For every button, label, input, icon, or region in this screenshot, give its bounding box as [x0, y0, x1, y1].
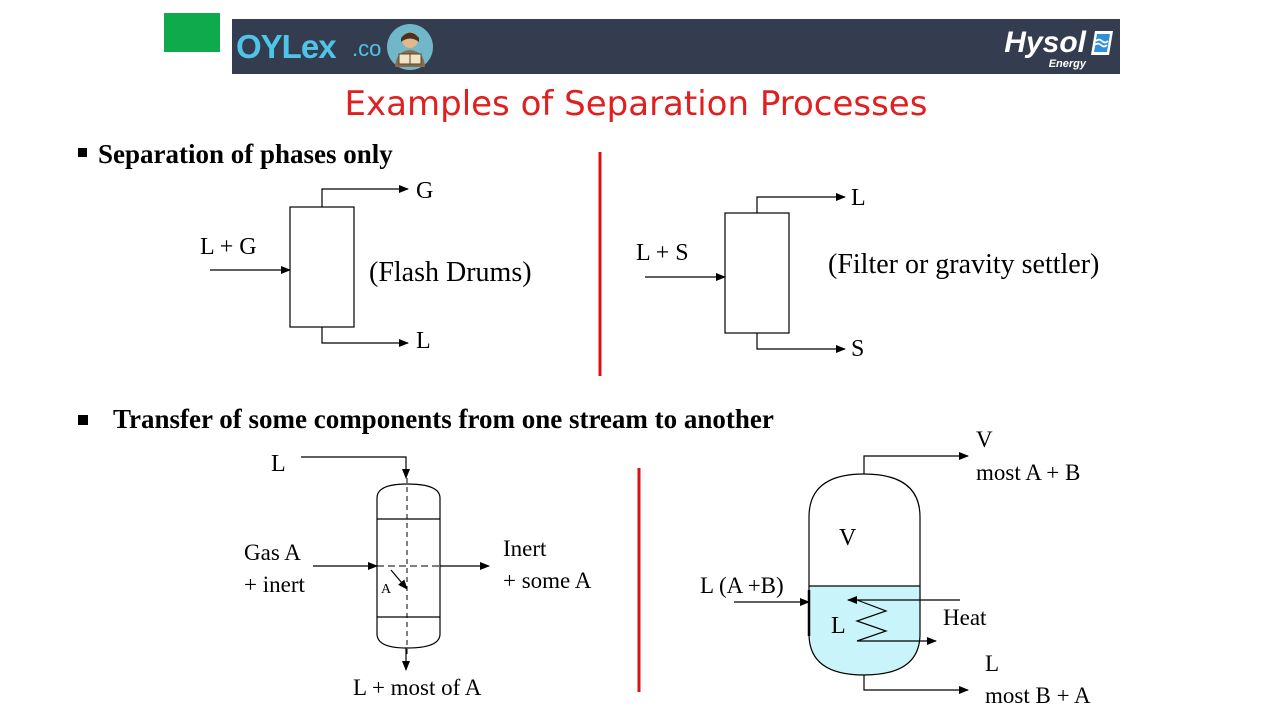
absorber-gas-out-label-line2: + some A [503, 568, 592, 593]
evaporator-liquid-region [809, 586, 920, 675]
filter-solid-outlet-arrow [756, 333, 846, 353]
header-banner: OYLex .co Hysol Energy [232, 19, 1120, 74]
evaporator-liquid-out-label-line1: L [985, 651, 999, 676]
hysol-logo[interactable]: Hysol Energy [984, 23, 1116, 71]
bullet-marker [78, 148, 87, 157]
evaporator-liquid-outlet-arrow [863, 675, 969, 694]
flash-drum-diagram: L + G G L (Flash Drums) [200, 178, 532, 354]
filter-caption: (Filter or gravity settler) [828, 249, 1099, 280]
evaporator-vapor-out-label-line2: most A + B [976, 460, 1080, 485]
evaporator-heat-label: Heat [943, 605, 987, 630]
oylex-logo[interactable]: OYLex .co [234, 22, 434, 70]
oylex-logo-suffix: .co [352, 36, 382, 61]
absorber-vessel [376, 483, 441, 649]
bullet-phase-separation: Separation of phases only [98, 139, 393, 169]
absorber-liquid-inlet-arrow [301, 456, 410, 479]
page-title: Examples of Separation Processes [344, 84, 928, 124]
absorber-diagram: L Gas A + inert Inert + some A A L + mos… [244, 451, 592, 700]
bullet-component-transfer: Transfer of some components from one str… [113, 404, 774, 434]
flash-feed-label: L + G [200, 234, 257, 260]
flash-gas-outlet-arrow [321, 185, 409, 207]
flash-liquid-label: L [416, 328, 431, 354]
flash-gas-label: G [416, 178, 433, 204]
accent-square [164, 13, 220, 52]
absorber-liquid-in-label: L [271, 451, 286, 477]
hysol-emblem-icon [1091, 31, 1113, 55]
filter-feed-label: L + S [636, 240, 689, 266]
flash-caption: (Flash Drums) [369, 257, 532, 288]
hysol-logo-text: Hysol [1004, 26, 1086, 59]
evaporator-heating-coil [855, 599, 888, 642]
filter-liquid-outlet-arrow [756, 193, 846, 213]
evaporator-liquid-out-label-line2: most B + A [985, 683, 1091, 708]
absorber-liquid-out-label: L + most of A [353, 675, 482, 700]
bullet-marker [78, 415, 88, 425]
evaporator-vapor-out-label-line1: V [976, 427, 993, 452]
flash-liquid-outlet-arrow [321, 327, 409, 347]
filter-liquid-label: L [851, 185, 866, 211]
reader-avatar-icon [387, 24, 433, 70]
absorber-transfer-label: A [381, 582, 392, 597]
evaporator-diagram: V V most A + B L (A +B) L Heat L most B … [700, 427, 1091, 708]
filter-vessel [724, 212, 790, 334]
absorber-gas-out-label-line1: Inert [503, 536, 547, 561]
evaporator-vapor-space-label: V [839, 525, 857, 551]
filter-diagram: L + S L S (Filter or gravity settler) [636, 185, 1099, 362]
absorber-gas-in-label-line2: + inert [244, 572, 305, 597]
flash-drum-vessel [289, 206, 355, 328]
evaporator-vapor-outlet-arrow [863, 452, 969, 474]
hysol-logo-subtext: Energy [1048, 58, 1086, 70]
absorber-gas-in-label-line1: Gas A [244, 540, 301, 565]
filter-solid-label: S [851, 336, 864, 362]
evaporator-vessel [808, 473, 921, 676]
absorber-transfer-arrow [390, 569, 408, 590]
evaporator-liquid-label: L [831, 613, 846, 639]
evaporator-feed-label: L (A +B) [700, 573, 784, 598]
oylex-logo-text: OYLex [236, 28, 337, 65]
